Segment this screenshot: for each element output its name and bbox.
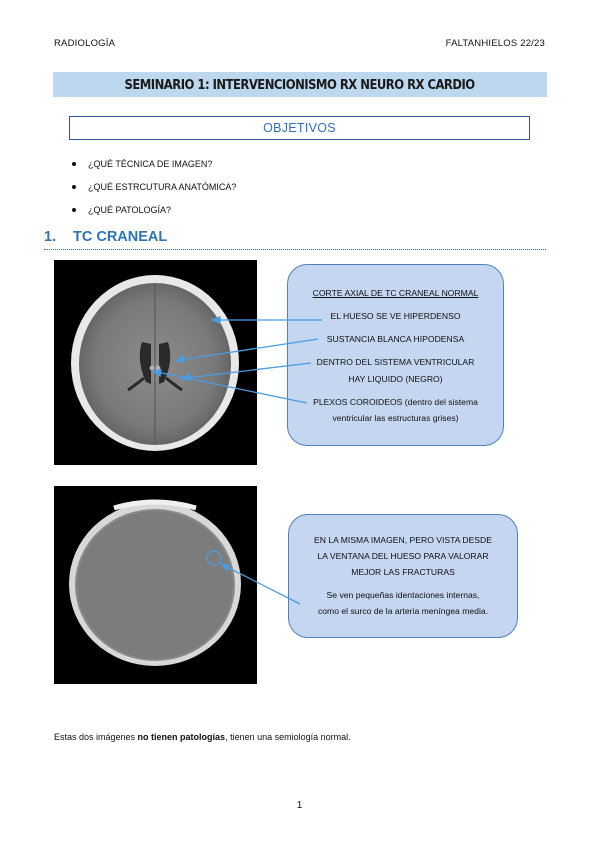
footer-note: Estas dos imágenes no tienen patologías,…: [54, 732, 351, 742]
objective-item: ¿QUÉ TÉCNICA DE IMAGEN?: [72, 159, 212, 169]
callout-line: LA VENTANA DEL HUESO PARA VALORAR: [317, 551, 489, 561]
bullet-icon: [72, 185, 76, 189]
section-heading: 1. TC CRANEAL: [44, 229, 167, 245]
footer-note-before: Estas dos imágenes: [54, 732, 138, 742]
callout-bone-window: EN LA MISMA IMAGEN, PERO VISTA DESDE LA …: [288, 514, 518, 638]
callout-line: DENTRO DEL SISTEMA VENTRICULAR: [316, 357, 475, 367]
callout-line: PLEXOS COROIDEOS (dentro del sistema: [313, 397, 478, 407]
objective-text: ¿QUÉ PATOLOGÍA?: [88, 205, 172, 215]
callout-normal-ct: CORTE AXIAL DE TC CRANEAL NORMAL EL HUES…: [287, 264, 504, 446]
callout-line: EN LA MISMA IMAGEN, PERO VISTA DESDE: [314, 535, 492, 545]
footer-note-after: , tienen una semiología normal.: [225, 732, 351, 742]
callout-heading: CORTE AXIAL DE TC CRANEAL NORMAL: [312, 288, 479, 298]
callout-line: EL HUESO SE VE HIPERDENSO: [330, 311, 461, 321]
section-number: 1.: [44, 229, 57, 245]
section-divider: [44, 249, 546, 250]
bullet-icon: [72, 208, 76, 212]
title-bar: SEMINARIO 1: INTERVENCIONISMO RX NEURO R…: [53, 72, 547, 97]
callout-line: HAY LIQUIDO (NEGRO): [348, 374, 443, 384]
callout-line: Se ven pequeñas identaciones internas,: [326, 590, 480, 600]
callout-line: como el surco de la arteria meníngea med…: [317, 606, 489, 616]
page-number: 1: [296, 800, 303, 811]
objective-item: ¿QUÉ PATOLOGÍA?: [72, 205, 171, 215]
callout-line: ventricular las estructuras grises): [332, 413, 459, 423]
ct-brain-window-image: [54, 260, 257, 465]
ct-bone-window-image: [54, 486, 257, 684]
callout-line: MEJOR LAS FRACTURAS: [351, 567, 455, 577]
callout-line: SUSTANCIA BLANCA HIPODENSA: [326, 334, 465, 344]
objective-text: ¿QUÉ ESTRCUTURA ANATÓMICA?: [88, 182, 237, 192]
objectives-box: OBJETIVOS: [69, 116, 530, 140]
header-right: FALTANHIELOS 22/23: [445, 38, 545, 49]
footer-note-bold: no tienen patologías: [137, 732, 226, 742]
bullet-icon: [72, 162, 76, 166]
section-title: TC CRANEAL: [73, 229, 168, 245]
document-title: SEMINARIO 1: INTERVENCIONISMO RX NEURO R…: [124, 76, 476, 93]
objectives-heading: OBJETIVOS: [263, 121, 336, 135]
header-left: RADIOLOGÍA: [54, 38, 116, 49]
objective-item: ¿QUÉ ESTRCUTURA ANATÓMICA?: [72, 182, 236, 192]
objective-text: ¿QUÉ TÉCNICA DE IMAGEN?: [88, 159, 213, 169]
